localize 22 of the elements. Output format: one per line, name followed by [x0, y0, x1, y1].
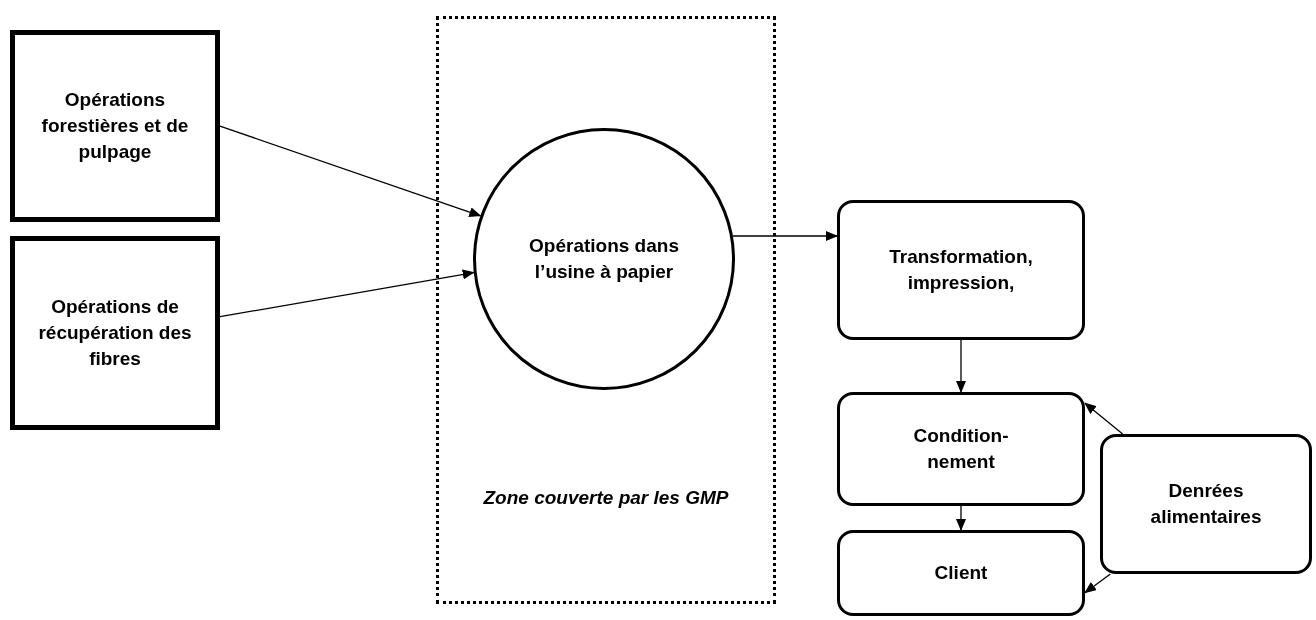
node-label: Opérations de récupération des fibres: [37, 295, 193, 371]
process-box: [837, 392, 1085, 506]
process-box: [10, 236, 220, 430]
process-box: [837, 530, 1085, 616]
arrow: [732, 231, 838, 241]
zone-label: Zone couverte par les GMP: [482, 486, 730, 510]
node-label: Client: [933, 561, 989, 585]
arrow: [219, 269, 475, 318]
arrow: [1084, 402, 1124, 435]
arrow: [1084, 573, 1112, 594]
node-label: Opérations dans l’usine à papier: [528, 234, 680, 284]
process-box: [1100, 434, 1312, 574]
arrow: [956, 339, 966, 393]
node-label: Condition- nement: [912, 424, 1010, 474]
process-box: [837, 200, 1085, 340]
arrow: [219, 125, 482, 217]
node-label: Denrées alimentaires: [1149, 479, 1263, 529]
node-label: Transformation, impression,: [888, 245, 1034, 295]
node-label: Opérations forestières et de pulpage: [40, 88, 190, 164]
process-box: [10, 30, 220, 222]
dotted-zone-box: [436, 16, 776, 604]
arrow: [956, 505, 966, 531]
